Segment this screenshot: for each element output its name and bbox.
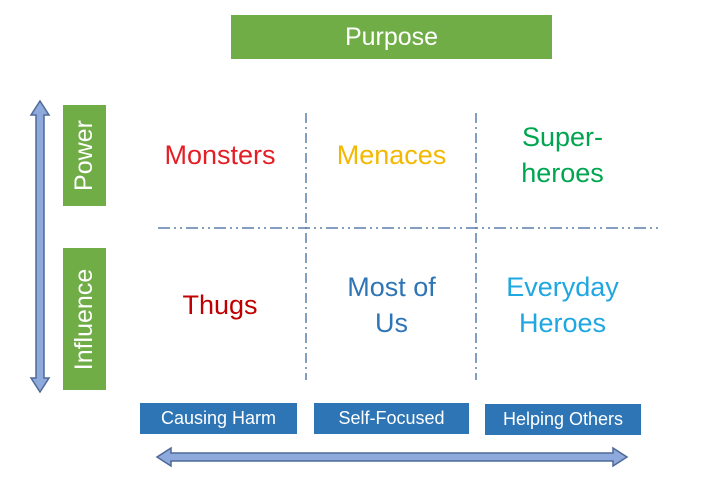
influence-label-box: Influence <box>63 248 106 390</box>
label-self-focused: Self-Focused <box>314 403 469 434</box>
cell-superheroes-text: Super-heroes <box>521 121 604 188</box>
label-causing-harm: Causing Harm <box>140 403 297 434</box>
label-helping-others: Helping Others <box>485 404 641 435</box>
cell-menaces-text: Menaces <box>336 139 447 170</box>
cell-monsters-text: Monsters <box>164 139 276 170</box>
cell-menaces: Menaces <box>310 115 473 195</box>
power-label-box: Power <box>63 105 106 206</box>
purpose-title: Purpose <box>231 15 552 59</box>
cell-thugs-text: Thugs <box>182 289 258 320</box>
cell-thugs: Thugs <box>140 265 300 345</box>
cell-monsters: Monsters <box>140 115 300 195</box>
vertical-double-arrow <box>29 99 51 394</box>
horizontal-double-arrow <box>155 446 629 468</box>
cell-superheroes: Super-heroes <box>480 115 645 195</box>
